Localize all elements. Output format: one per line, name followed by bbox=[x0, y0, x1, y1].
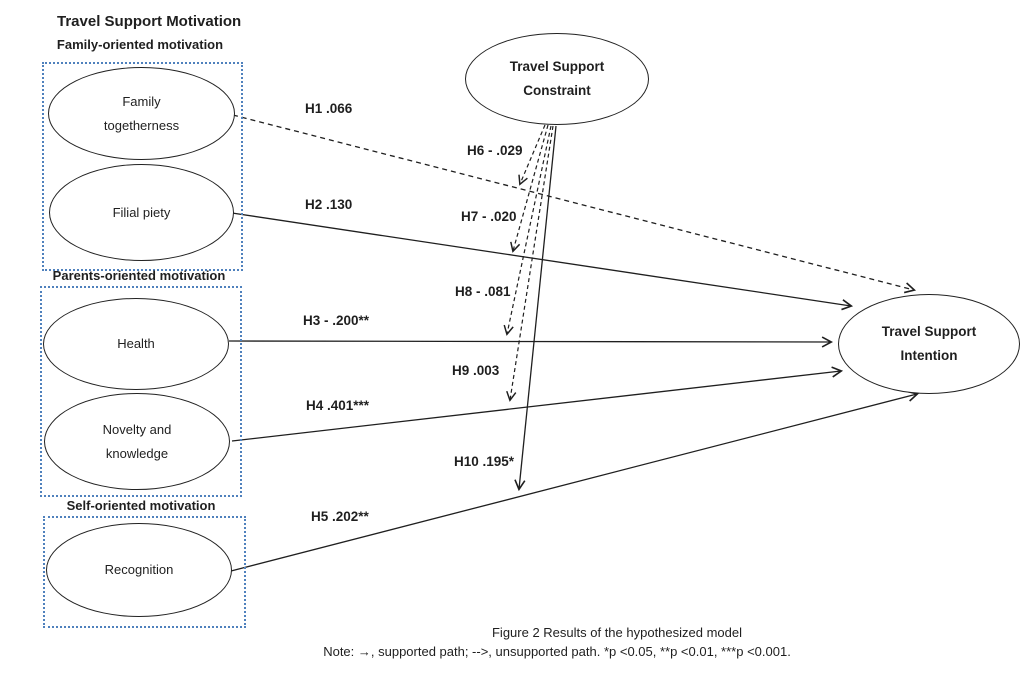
node-novelty-knowledge-label: Novelty and knowledge bbox=[102, 421, 172, 461]
group-box-self-oriented bbox=[43, 516, 246, 628]
path-label-h5: H5 .202** bbox=[311, 509, 369, 524]
node-filial-piety-label: Filial piety bbox=[112, 204, 171, 220]
path-h9-arrow bbox=[506, 125, 554, 402]
path-label-h9: H9 .003 bbox=[452, 363, 500, 378]
path-label-h4: H4 .401*** bbox=[306, 398, 370, 413]
node-filial-piety: Filial piety bbox=[49, 164, 234, 261]
node-travel-support-intention: Travel Support Intention bbox=[838, 294, 1020, 394]
node-intention-label-line2: Intention bbox=[900, 348, 958, 363]
group-header-family-oriented: Family-oriented motivation bbox=[56, 37, 224, 52]
node-constraint-label-line1: Travel Support bbox=[509, 59, 605, 74]
node-health: Health bbox=[43, 298, 229, 390]
group-header-self-oriented: Self-oriented motivation bbox=[66, 498, 216, 513]
figure-note: Note: →, supported path; -->, unsupporte… bbox=[323, 644, 791, 659]
node-novelty-knowledge: Novelty and knowledge bbox=[44, 393, 230, 490]
path-h2-arrow bbox=[231, 212, 854, 311]
path-h8-arrow bbox=[503, 125, 552, 336]
node-health-label: Health bbox=[117, 336, 155, 351]
path-h10-arrow bbox=[514, 125, 557, 492]
group-box-family-oriented bbox=[42, 62, 243, 271]
path-label-h7: H7 - .020 bbox=[461, 209, 517, 224]
node-family-togetherness-label: Family togetherness bbox=[103, 93, 180, 133]
path-label-h2: H2 .130 bbox=[305, 197, 353, 212]
path-h5-arrow bbox=[230, 390, 920, 572]
path-label-h3: H3 - .200** bbox=[303, 313, 370, 328]
path-h1-arrow bbox=[232, 114, 917, 294]
node-travel-support-constraint: Travel Support Constraint bbox=[465, 33, 649, 125]
path-label-h6: H6 - .029 bbox=[467, 143, 523, 158]
path-label-h1: H1 .066 bbox=[305, 101, 353, 116]
group-box-parents-oriented bbox=[40, 286, 242, 497]
path-label-h8: H8 - .081 bbox=[455, 284, 511, 299]
figure-caption: Figure 2 Results of the hypothesized mod… bbox=[491, 625, 743, 640]
path-label-h10: H10 .195* bbox=[454, 454, 515, 469]
node-recognition-label: Recognition bbox=[104, 562, 174, 577]
node-intention-label-line1: Travel Support bbox=[881, 324, 977, 339]
node-family-togetherness: Family togetherness bbox=[48, 67, 235, 160]
path-h4-arrow bbox=[231, 366, 844, 442]
node-recognition: Recognition bbox=[46, 523, 232, 617]
path-h7-arrow bbox=[510, 124, 549, 253]
path-h6-arrow bbox=[518, 124, 546, 186]
node-constraint-label-line2: Constraint bbox=[523, 83, 591, 98]
diagram-title: Travel Support Motivation bbox=[57, 13, 242, 30]
path-h3-arrow bbox=[228, 336, 834, 348]
group-header-parents-oriented: Parents-oriented motivation bbox=[52, 268, 226, 283]
